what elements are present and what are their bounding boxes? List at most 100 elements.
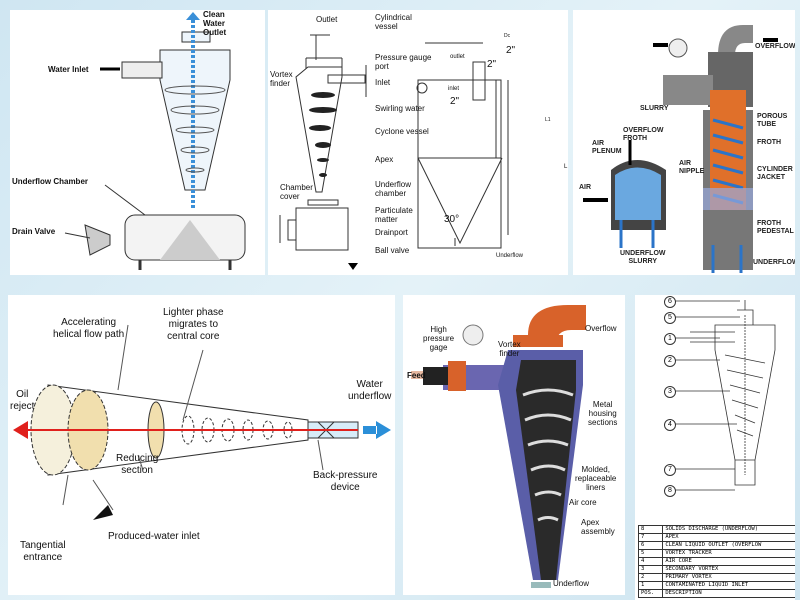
legend-desc: CONTAMINATED LIQUID INLET (662, 581, 795, 590)
label-high-pressure-gage: High pressure gage (423, 325, 455, 352)
dim-outlet: outlet (450, 54, 465, 60)
label-pressure-gauge-port: Pressure gauge port (375, 53, 432, 71)
label-air-core: Air core (569, 498, 597, 507)
label-air-nipple: AIR NIPPLE (679, 160, 705, 175)
label-molded-replaceable-liners: Molded, replaceable liners (575, 465, 617, 492)
panel-oil-water-hydrocyclone: Accelerating helical flow path Lighter p… (8, 295, 395, 595)
dim-inlet: inlet (448, 86, 460, 92)
label-underflow-chamber: Underflow chamber (375, 180, 412, 198)
label-underflow: UNDERFLOW (753, 259, 795, 266)
callout-2: 2 (664, 355, 676, 367)
technical-drawing (675, 300, 776, 491)
dim-underflow: Underflow (496, 253, 524, 259)
label-air-plenum: AIR PLENUM (592, 140, 622, 155)
label-particulate-matter: Particulate matter (375, 206, 413, 224)
hydrocyclone-tank-drawing (64, 12, 246, 270)
label-overflow-froth: OVERFLOW FROTH (623, 127, 664, 142)
label-cyclone-vessel: Cyclone vessel (375, 127, 429, 136)
industrial-hydrocyclone-drawing (411, 305, 586, 588)
label-lighter-phase: Lighter phase migrates to central core (163, 307, 224, 342)
label-underflow-slurry: UNDERFLOW SLURRY (620, 250, 666, 265)
legend-desc: DESCRIPTION (662, 589, 795, 598)
label-tangential-entrance: Tangential entrance (20, 540, 66, 563)
label-vortex-finder: Vortex finder (498, 340, 521, 358)
label-oil-reject: Oil reject (10, 389, 35, 412)
panel-hydrocyclone-tank: Clean Water Outlet Water Inlet Underflow… (10, 10, 265, 275)
legend-desc: APEX (662, 533, 795, 542)
dim-inlet-size-top: 2" (487, 59, 497, 70)
dim-outlet-size: 2" (506, 45, 516, 56)
legend-pos: 2 (637, 573, 664, 582)
label-feed: Feed (407, 371, 426, 380)
dim-l: L (564, 164, 568, 170)
label-air: AIR (579, 184, 592, 191)
label-underflow-chamber: Underflow Chamber (12, 177, 89, 186)
label-apex-assembly: Apex assembly (581, 518, 615, 536)
panel-air-sparged-hydrocyclone: OVERFLOW SLURRY POROUS TUBE OVERFLOW FRO… (573, 10, 795, 275)
label-apex: Apex (375, 155, 394, 164)
dim-angle: 30° (444, 214, 460, 225)
callout-4: 4 (664, 419, 676, 431)
label-accelerating-helical-flow: Accelerating helical flow path (53, 317, 125, 340)
label-metal-housing-sections: Metal housing sections (588, 400, 618, 427)
label-water-underflow: Water underflow (348, 379, 392, 402)
label-reducing-section: Reducing section (116, 453, 159, 476)
label-ball-valve: Ball valve (375, 246, 410, 255)
legend-pos: 4 (637, 557, 664, 566)
label-slurry: SLURRY (640, 105, 669, 112)
label-drainport: Drainport (375, 228, 408, 237)
label-overflow: OVERFLOW (755, 43, 795, 50)
cyclone-schematic-drawing (279, 34, 509, 270)
legend-desc: CLEAN LIQUID OUTLET (OVERFLOW (662, 541, 795, 550)
callout-8: 8 (664, 485, 676, 497)
legend-desc: SECONDARY VORTEX (662, 565, 795, 574)
oil-water-hydrocyclone-drawing (13, 324, 391, 520)
legend-pos: 3 (637, 565, 664, 574)
panel-cyclone-schematic: Outlet Cylindrical vessel Pressure gauge… (268, 10, 568, 275)
label-vortex-finder: Vortex finder (270, 70, 293, 88)
label-porous-tube: POROUS TUBE (757, 113, 788, 128)
legend-desc: PRIMARY VORTEX (662, 573, 795, 582)
label-cylindrical-vessel: Cylindrical vessel (375, 13, 412, 31)
label-chamber-cover: Chamber cover (280, 183, 313, 201)
label-cylinder-jacket: CYLINDER JACKET (757, 166, 793, 181)
label-clean-water-outlet: Clean Water Outlet (203, 10, 227, 37)
label-overflow: Overflow (585, 324, 617, 333)
dim-inlet-size: 2" (450, 96, 460, 107)
label-outlet: Outlet (316, 15, 338, 24)
callout-5: 5 (664, 312, 676, 324)
label-back-pressure-device: Back-pressure device (313, 470, 378, 493)
label-water-inlet: Water Inlet (48, 65, 89, 74)
dim-dc: Dc (504, 33, 511, 39)
legend-pos: 7 (637, 533, 664, 542)
dim-l1: L1 (545, 117, 551, 123)
panel-industrial-hydrocyclone: High pressure gage Vortex finder Overflo… (403, 295, 625, 595)
label-underflow: Underflow (553, 579, 590, 588)
label-froth: FROTH (757, 139, 782, 146)
label-froth-pedestal: FROTH PEDESTAL (757, 220, 794, 235)
legend-pos: 6 (637, 541, 664, 550)
legend-desc: SOLIDS DISCHARGE (UNDERFLOW) (662, 525, 795, 534)
label-drain-valve: Drain Valve (12, 227, 56, 236)
legend-header: POS.DESCRIPTION (637, 589, 795, 598)
callout-3: 3 (664, 386, 676, 398)
legend-pos: 5 (637, 549, 664, 558)
callout-7: 7 (664, 464, 676, 476)
legend-pos: POS. (637, 589, 664, 598)
legend-desc: VORTEX TRACKER (662, 549, 795, 558)
air-sparged-hydrocyclone-drawing (583, 25, 778, 273)
label-produced-water-inlet: Produced-water inlet (108, 531, 200, 542)
label-inlet: Inlet (375, 78, 391, 87)
legend-pos: 1 (637, 581, 664, 590)
callout-6: 6 (664, 296, 676, 308)
